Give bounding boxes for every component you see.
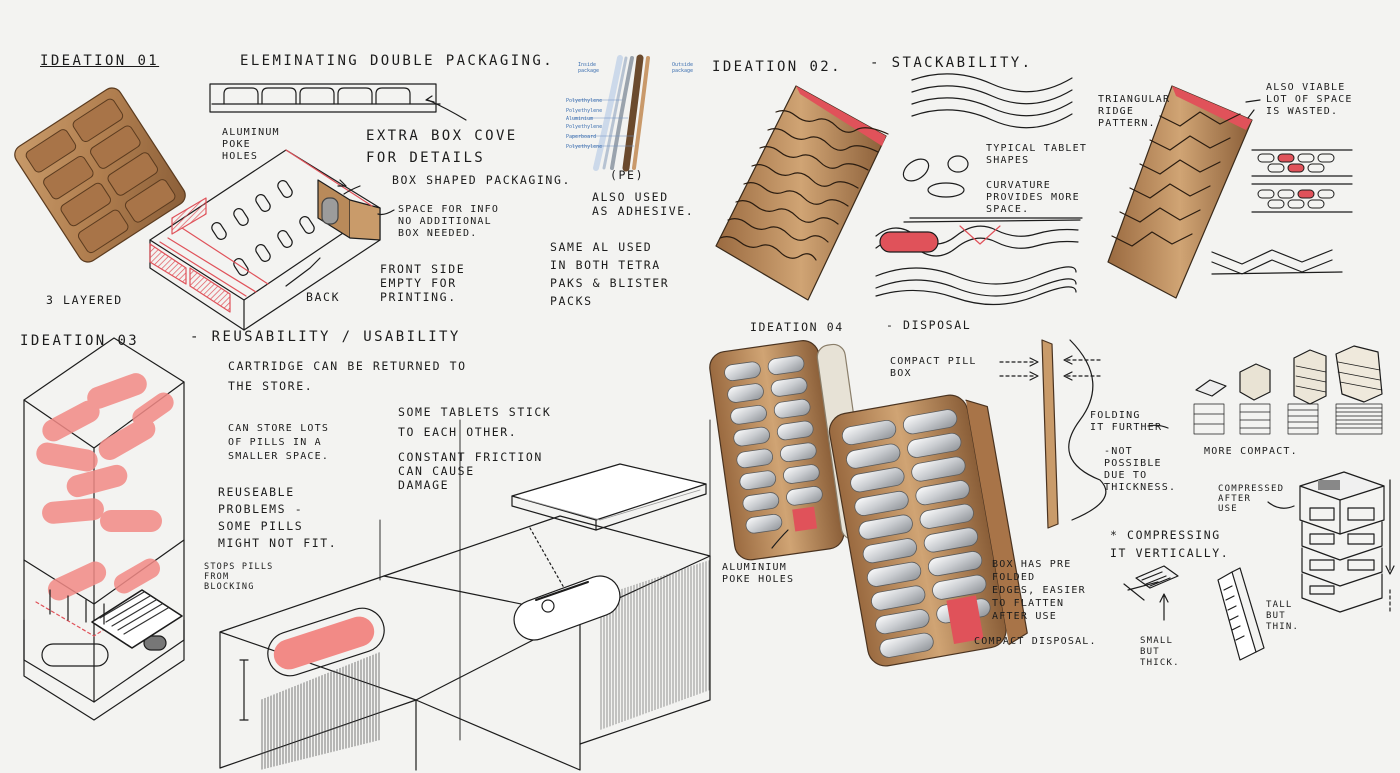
capsule-rows bbox=[1245, 99, 1353, 213]
wavy-kraft-panel bbox=[715, 85, 889, 301]
typical-tablet-label: TYPICAL TABLET SHAPES bbox=[986, 143, 1088, 166]
ideation-03-subheading: - REUSABILITY / USABILITY bbox=[190, 329, 461, 345]
pe-label: (PE) bbox=[610, 168, 645, 182]
kraft-blister-tray bbox=[14, 87, 186, 263]
tall-but-thin-label: TALL BUT THIN. bbox=[1266, 600, 1300, 632]
folding-further-label: FOLDING IT FURTHER bbox=[1090, 410, 1163, 433]
diagram-outside-label: Outside package bbox=[672, 62, 694, 74]
compressing-vertically-label: * COMPRESSING IT VERTICALLY. bbox=[1110, 528, 1230, 560]
pill-cartridge bbox=[23, 337, 185, 721]
triangular-ridge-label: TRIANGULAR RIDGE PATTERN. bbox=[1098, 94, 1171, 129]
diagram-layer-2: Polyethylene bbox=[566, 108, 603, 114]
also-viable-label: ALSO VIABLE LOT OF SPACE IS WASTED. bbox=[1266, 82, 1353, 117]
diagram-layer-5: Paperboard bbox=[566, 134, 597, 140]
ideation-04-subheading: - DISPOSAL bbox=[886, 318, 972, 332]
compact-pill-box-small bbox=[709, 340, 870, 561]
ideation-03-heading: IDEATION 03 bbox=[20, 333, 140, 349]
reuseable-problems-label: REUSEABLE PROBLEMS - SOME PILLS MIGHT NO… bbox=[218, 485, 338, 550]
drawer-cartridge bbox=[219, 419, 711, 771]
back-label: BACK bbox=[306, 290, 341, 304]
compact-disposal-label: COMPACT DISPOSAL. bbox=[974, 636, 1097, 647]
can-store-label: CAN STORE LOTS OF PILLS IN A SMALLER SPA… bbox=[228, 423, 330, 462]
more-compact-label: MORE COMPACT. bbox=[1204, 446, 1298, 457]
stops-pills-label: STOPS PILLS FROM BLOCKING bbox=[204, 562, 274, 592]
small-but-thick-label: SMALL BUT THICK. bbox=[1140, 636, 1180, 668]
ideation-01-subheading: ELEMINATING DOUBLE PACKAGING. bbox=[240, 53, 555, 69]
ideation-02-heading: IDEATION 02. bbox=[712, 59, 842, 75]
tablets-stick-label: SOME TABLETS STICK TO EACH OTHER. bbox=[398, 405, 552, 439]
space-for-info-label: SPACE FOR INFO NO ADDITIONAL BOX NEEDED. bbox=[398, 204, 500, 239]
compact-pill-box-label: COMPACT PILL BOX bbox=[890, 356, 977, 379]
ideation-01-heading: IDEATION 01 bbox=[40, 53, 160, 69]
diagram-layer-3: Aluminium bbox=[566, 116, 594, 122]
compact-pill-box-large bbox=[828, 394, 1028, 667]
three-layered-label: 3 LAYERED bbox=[46, 293, 123, 307]
ideation-04-heading: IDEATION 04 bbox=[750, 320, 844, 334]
front-side-label: FRONT SIDE EMPTY FOR PRINTING. bbox=[380, 262, 466, 304]
aluminum-poke-holes-label: ALUMINUM POKE HOLES bbox=[222, 127, 280, 162]
constant-friction-label: CONSTANT FRICTION CAN CAUSE DAMAGE bbox=[398, 450, 543, 492]
compressed-after-use-label: COMPRESSED AFTER USE bbox=[1218, 484, 1285, 514]
ideation-02-subheading: - STACKABILITY. bbox=[870, 55, 1033, 71]
same-al-label: SAME AL USED IN BOTH TETRA PAKS & BLISTE… bbox=[550, 240, 670, 308]
diagram-layer-1: Polyethylene bbox=[566, 98, 603, 104]
not-possible-label: -NOT POSSIBLE DUE TO THICKNESS. bbox=[1104, 446, 1177, 493]
curvature-label: CURVATURE PROVIDES MORE SPACE. bbox=[986, 180, 1080, 215]
compact-evolution bbox=[1193, 345, 1383, 435]
diagram-inside-label: Inside package bbox=[578, 62, 600, 74]
layer-diagram bbox=[571, 54, 650, 172]
cartridge-returned-label: CARTRIDGE CAN BE RETURNED TO THE STORE. bbox=[228, 359, 467, 393]
also-used-label: ALSO USED AS ADHESIVE. bbox=[592, 190, 695, 218]
ridge-kraft-panel bbox=[1107, 85, 1253, 299]
aluminium-poke-holes-label: ALUMINIUM POKE HOLES bbox=[722, 562, 795, 585]
box-shaped-packaging-label: BOX SHAPED PACKAGING. bbox=[392, 173, 571, 187]
box-pre-folded-label: BOX HAS PRE FOLDED EDGES, EASIER TO FLAT… bbox=[992, 559, 1086, 622]
extra-box-cove-label: EXTRA BOX COVE FOR DETAILS bbox=[366, 128, 518, 166]
diagram-layer-4: Polyethylene bbox=[566, 124, 603, 130]
compressed-stack bbox=[1299, 471, 1395, 615]
diagram-layer-6: Polyethylene bbox=[566, 144, 603, 150]
